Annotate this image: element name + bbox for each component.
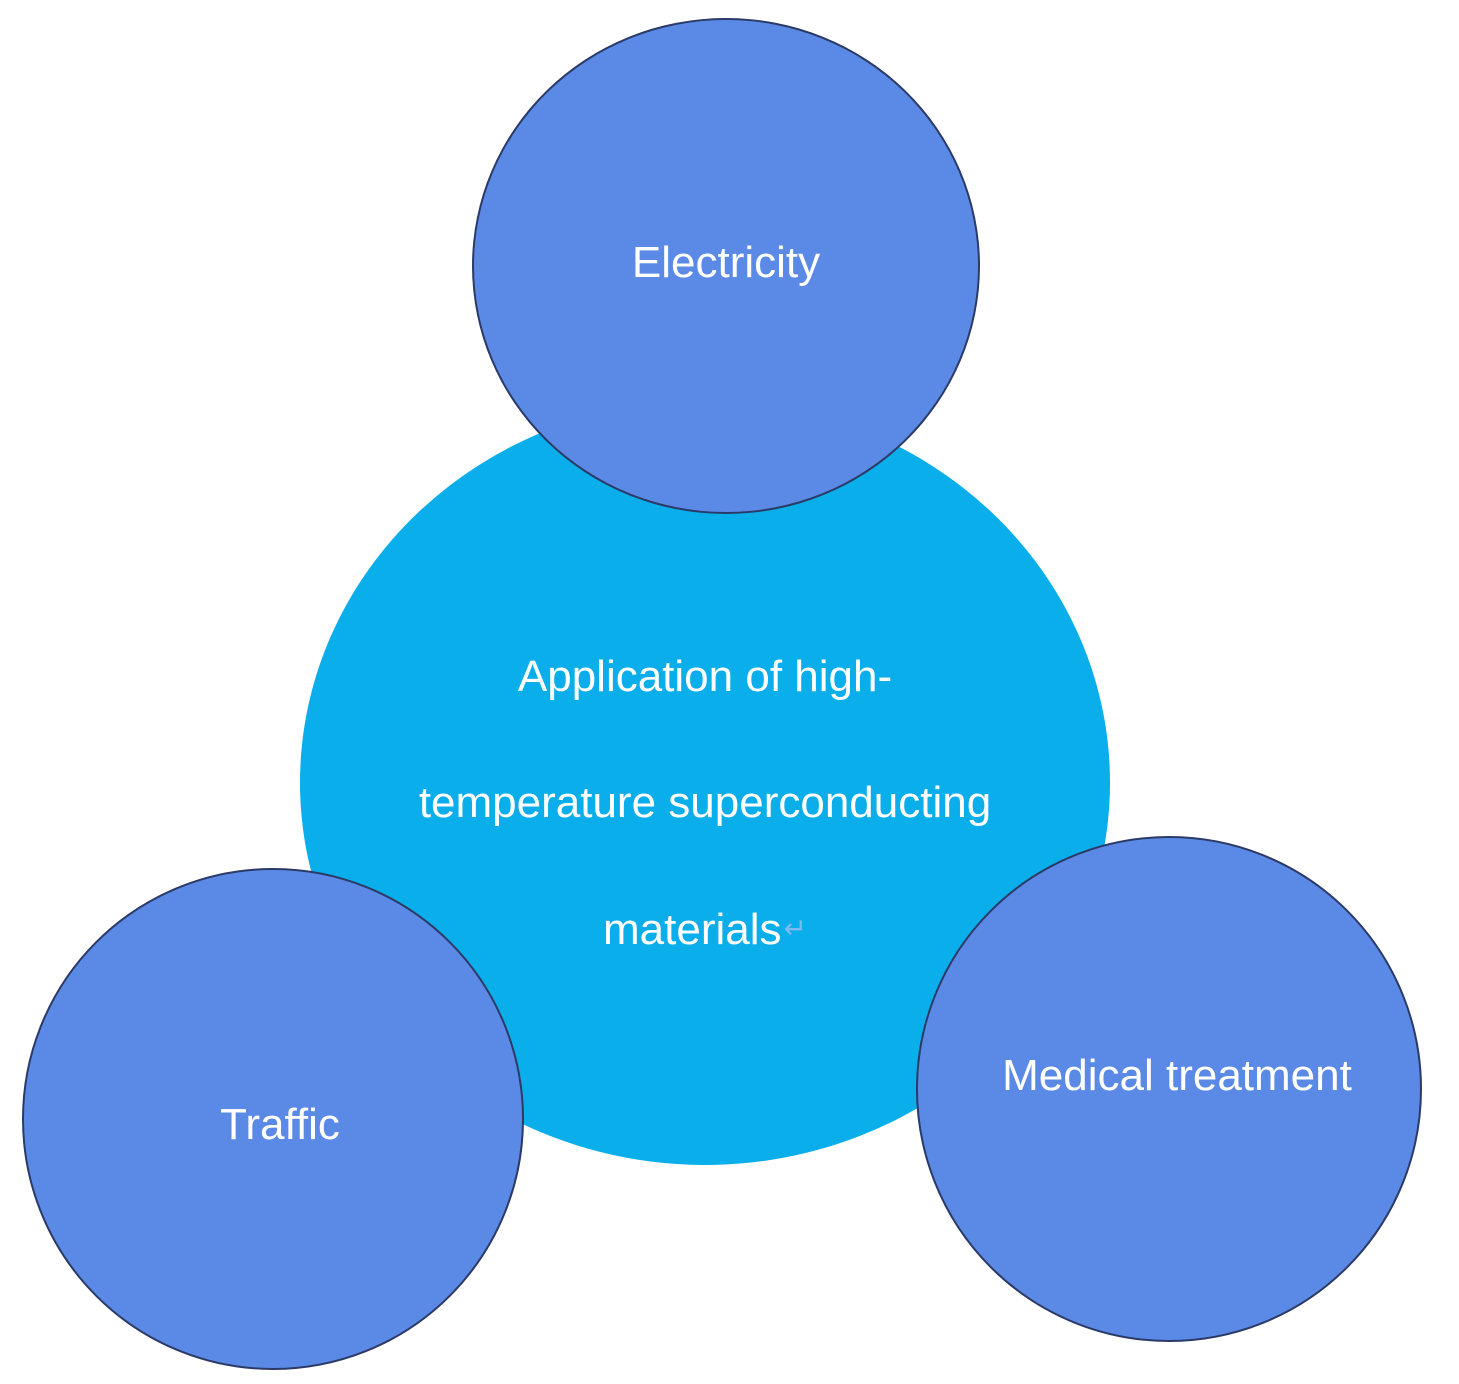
center-label-line-3-text: materials (603, 905, 782, 954)
traffic-circle: Traffic (22, 868, 524, 1370)
electricity-circle: Electricity (472, 18, 980, 514)
medical-treatment-circle: Medical treatment (916, 836, 1422, 1342)
center-label-line-3: materials↵ (365, 866, 1045, 993)
paragraph-return-icon: ↵ (783, 913, 807, 944)
electricity-label: Electricity (631, 238, 821, 287)
center-label: Application of high- temperature superco… (365, 614, 1045, 993)
center-label-line-1: Application of high- (517, 652, 893, 701)
traffic-label: Traffic (220, 1100, 340, 1149)
medical-treatment-label: Medical treatment (1002, 1051, 1352, 1100)
center-label-line-2: temperature superconducting (418, 778, 992, 827)
